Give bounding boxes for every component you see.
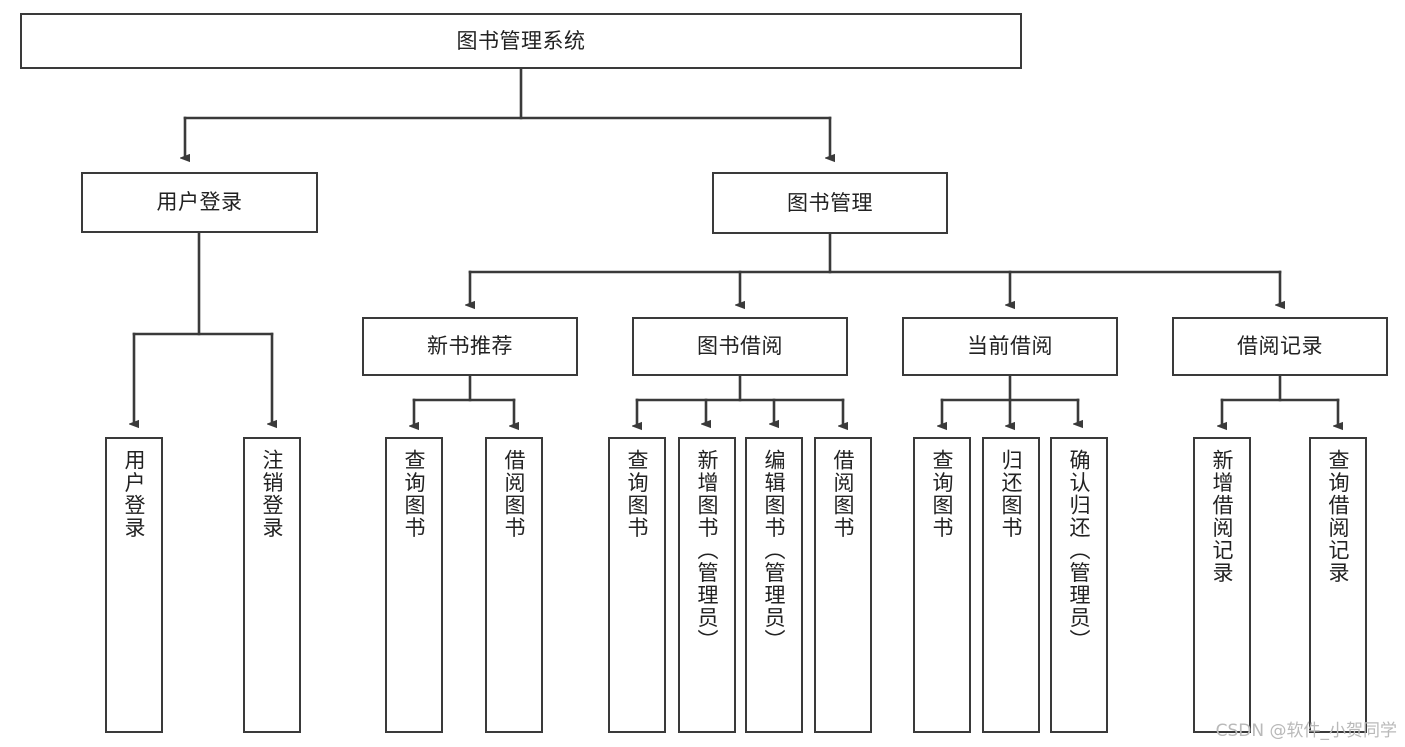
node-leaf-user-login-label: 用户登录 <box>122 449 147 539</box>
node-book-borrow[interactable]: 图书借阅 <box>632 317 848 376</box>
node-leaf-record-add-label: 新增借阅记录 <box>1210 449 1235 584</box>
node-leaf-current-confirm-return-label: 确认归还（管理员） <box>1067 449 1092 652</box>
node-leaf-record-add[interactable]: 新增借阅记录 <box>1193 437 1251 733</box>
node-borrow-record[interactable]: 借阅记录 <box>1172 317 1388 376</box>
node-leaf-user-logout[interactable]: 注销登录 <box>243 437 301 733</box>
node-leaf-user-login[interactable]: 用户登录 <box>105 437 163 733</box>
node-leaf-borrow-borrow-book[interactable]: 借阅图书 <box>814 437 872 733</box>
node-root-label: 图书管理系统 <box>456 28 586 53</box>
node-leaf-record-query[interactable]: 查询借阅记录 <box>1309 437 1367 733</box>
node-leaf-rec-borrow-book-label: 借阅图书 <box>502 449 527 539</box>
node-leaf-borrow-query-book-label: 查询图书 <box>625 449 650 539</box>
node-book-manage[interactable]: 图书管理 <box>712 172 948 234</box>
node-leaf-rec-borrow-book[interactable]: 借阅图书 <box>485 437 543 733</box>
node-leaf-rec-query-book[interactable]: 查询图书 <box>385 437 443 733</box>
node-leaf-current-return-book[interactable]: 归还图书 <box>982 437 1040 733</box>
node-leaf-borrow-query-book[interactable]: 查询图书 <box>608 437 666 733</box>
node-leaf-current-query-book[interactable]: 查询图书 <box>913 437 971 733</box>
node-current-borrow-label: 当前借阅 <box>967 334 1053 359</box>
node-leaf-borrow-edit-book-label: 编辑图书（管理员） <box>762 449 787 652</box>
node-root[interactable]: 图书管理系统 <box>20 13 1022 69</box>
node-book-borrow-label: 图书借阅 <box>697 334 783 359</box>
node-leaf-borrow-borrow-book-label: 借阅图书 <box>831 449 856 539</box>
node-new-book-rec-label: 新书推荐 <box>427 334 513 359</box>
node-leaf-current-query-book-label: 查询图书 <box>930 449 955 539</box>
csdn-watermark: CSDN @软件_小贺同学 <box>1215 721 1397 741</box>
node-new-book-rec[interactable]: 新书推荐 <box>362 317 578 376</box>
node-leaf-current-confirm-return[interactable]: 确认归还（管理员） <box>1050 437 1108 733</box>
node-leaf-record-query-label: 查询借阅记录 <box>1326 449 1351 584</box>
node-leaf-rec-query-book-label: 查询图书 <box>402 449 427 539</box>
node-leaf-current-return-book-label: 归还图书 <box>999 449 1024 539</box>
node-leaf-borrow-edit-book[interactable]: 编辑图书（管理员） <box>745 437 803 733</box>
node-user-login[interactable]: 用户登录 <box>81 172 318 233</box>
node-book-manage-label: 图书管理 <box>787 190 873 215</box>
node-borrow-record-label: 借阅记录 <box>1237 334 1323 359</box>
node-leaf-borrow-add-book-label: 新增图书（管理员） <box>695 449 720 652</box>
node-leaf-borrow-add-book[interactable]: 新增图书（管理员） <box>678 437 736 733</box>
node-current-borrow[interactable]: 当前借阅 <box>902 317 1118 376</box>
node-user-login-label: 用户登录 <box>156 190 243 215</box>
node-leaf-user-logout-label: 注销登录 <box>260 449 285 539</box>
